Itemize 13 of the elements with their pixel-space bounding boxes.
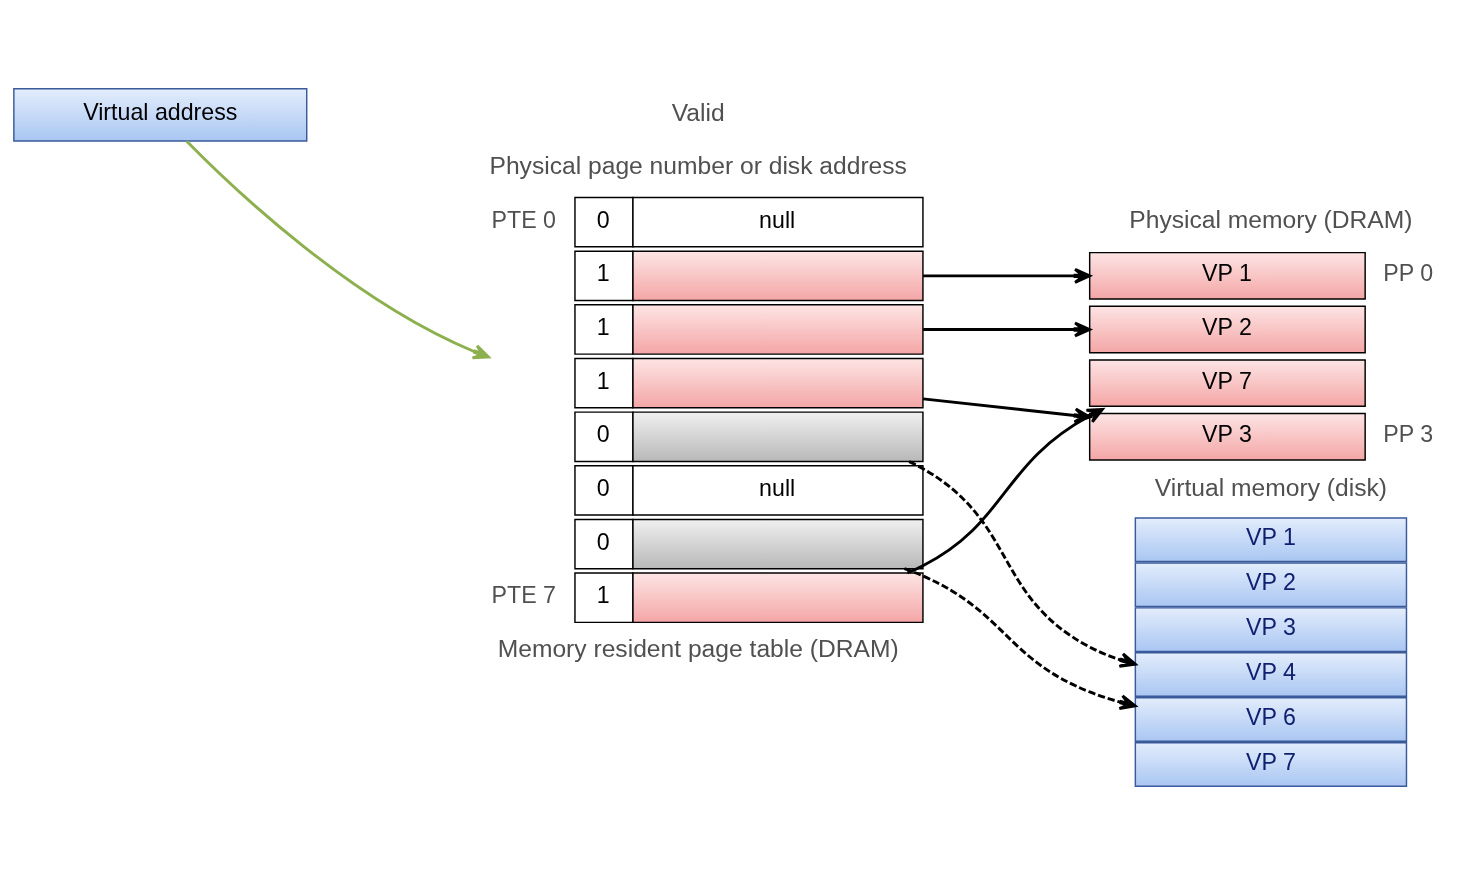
label: Physical page number or disk address — [489, 152, 907, 180]
label: Memory resident page table (DRAM) — [497, 635, 899, 663]
label: Valid — [671, 98, 725, 126]
node-label: null — [759, 206, 796, 233]
label: Physical memory (DRAM) — [1129, 206, 1413, 234]
node-text: 0 — [596, 474, 610, 501]
node-label: PTE 0 — [491, 206, 557, 233]
node-label: PTE 7 — [491, 582, 557, 609]
node-label: null — [759, 474, 796, 501]
node-label: PP 3 — [1383, 421, 1434, 448]
label: Virtual memory (disk) — [1154, 474, 1387, 502]
node-text: 0 — [596, 206, 610, 233]
node-label: PP 0 — [1383, 260, 1434, 287]
